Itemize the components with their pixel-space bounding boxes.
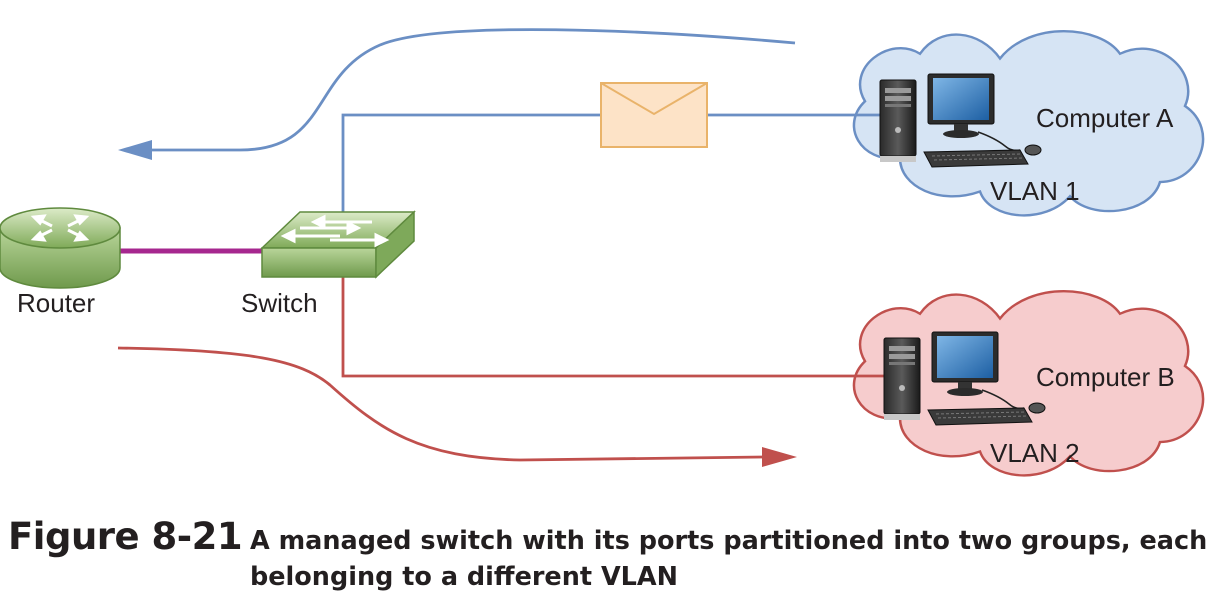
vlan2-flow-arrow [117,346,766,462]
vlan2-arrow-head [762,447,797,467]
vlan1-label: VLAN 1 [990,176,1080,206]
switch-label: Switch [241,288,318,318]
caption-text: A managed switch with its ports partitio… [250,526,1208,592]
computer-b-label: Computer B [1036,362,1175,392]
router-label: Router [17,288,95,318]
computer-a-label: Computer A [1036,103,1174,133]
vlan2-label: VLAN 2 [990,438,1080,468]
switch-icon [260,210,416,279]
figure-number: Figure 8-21 [8,515,243,558]
router-icon [0,207,121,289]
envelope-icon [600,82,708,148]
vlan1-flow-arrow [150,28,796,152]
vlan1-arrow-head [118,140,152,160]
switch-to-computer-b-link [341,276,890,378]
